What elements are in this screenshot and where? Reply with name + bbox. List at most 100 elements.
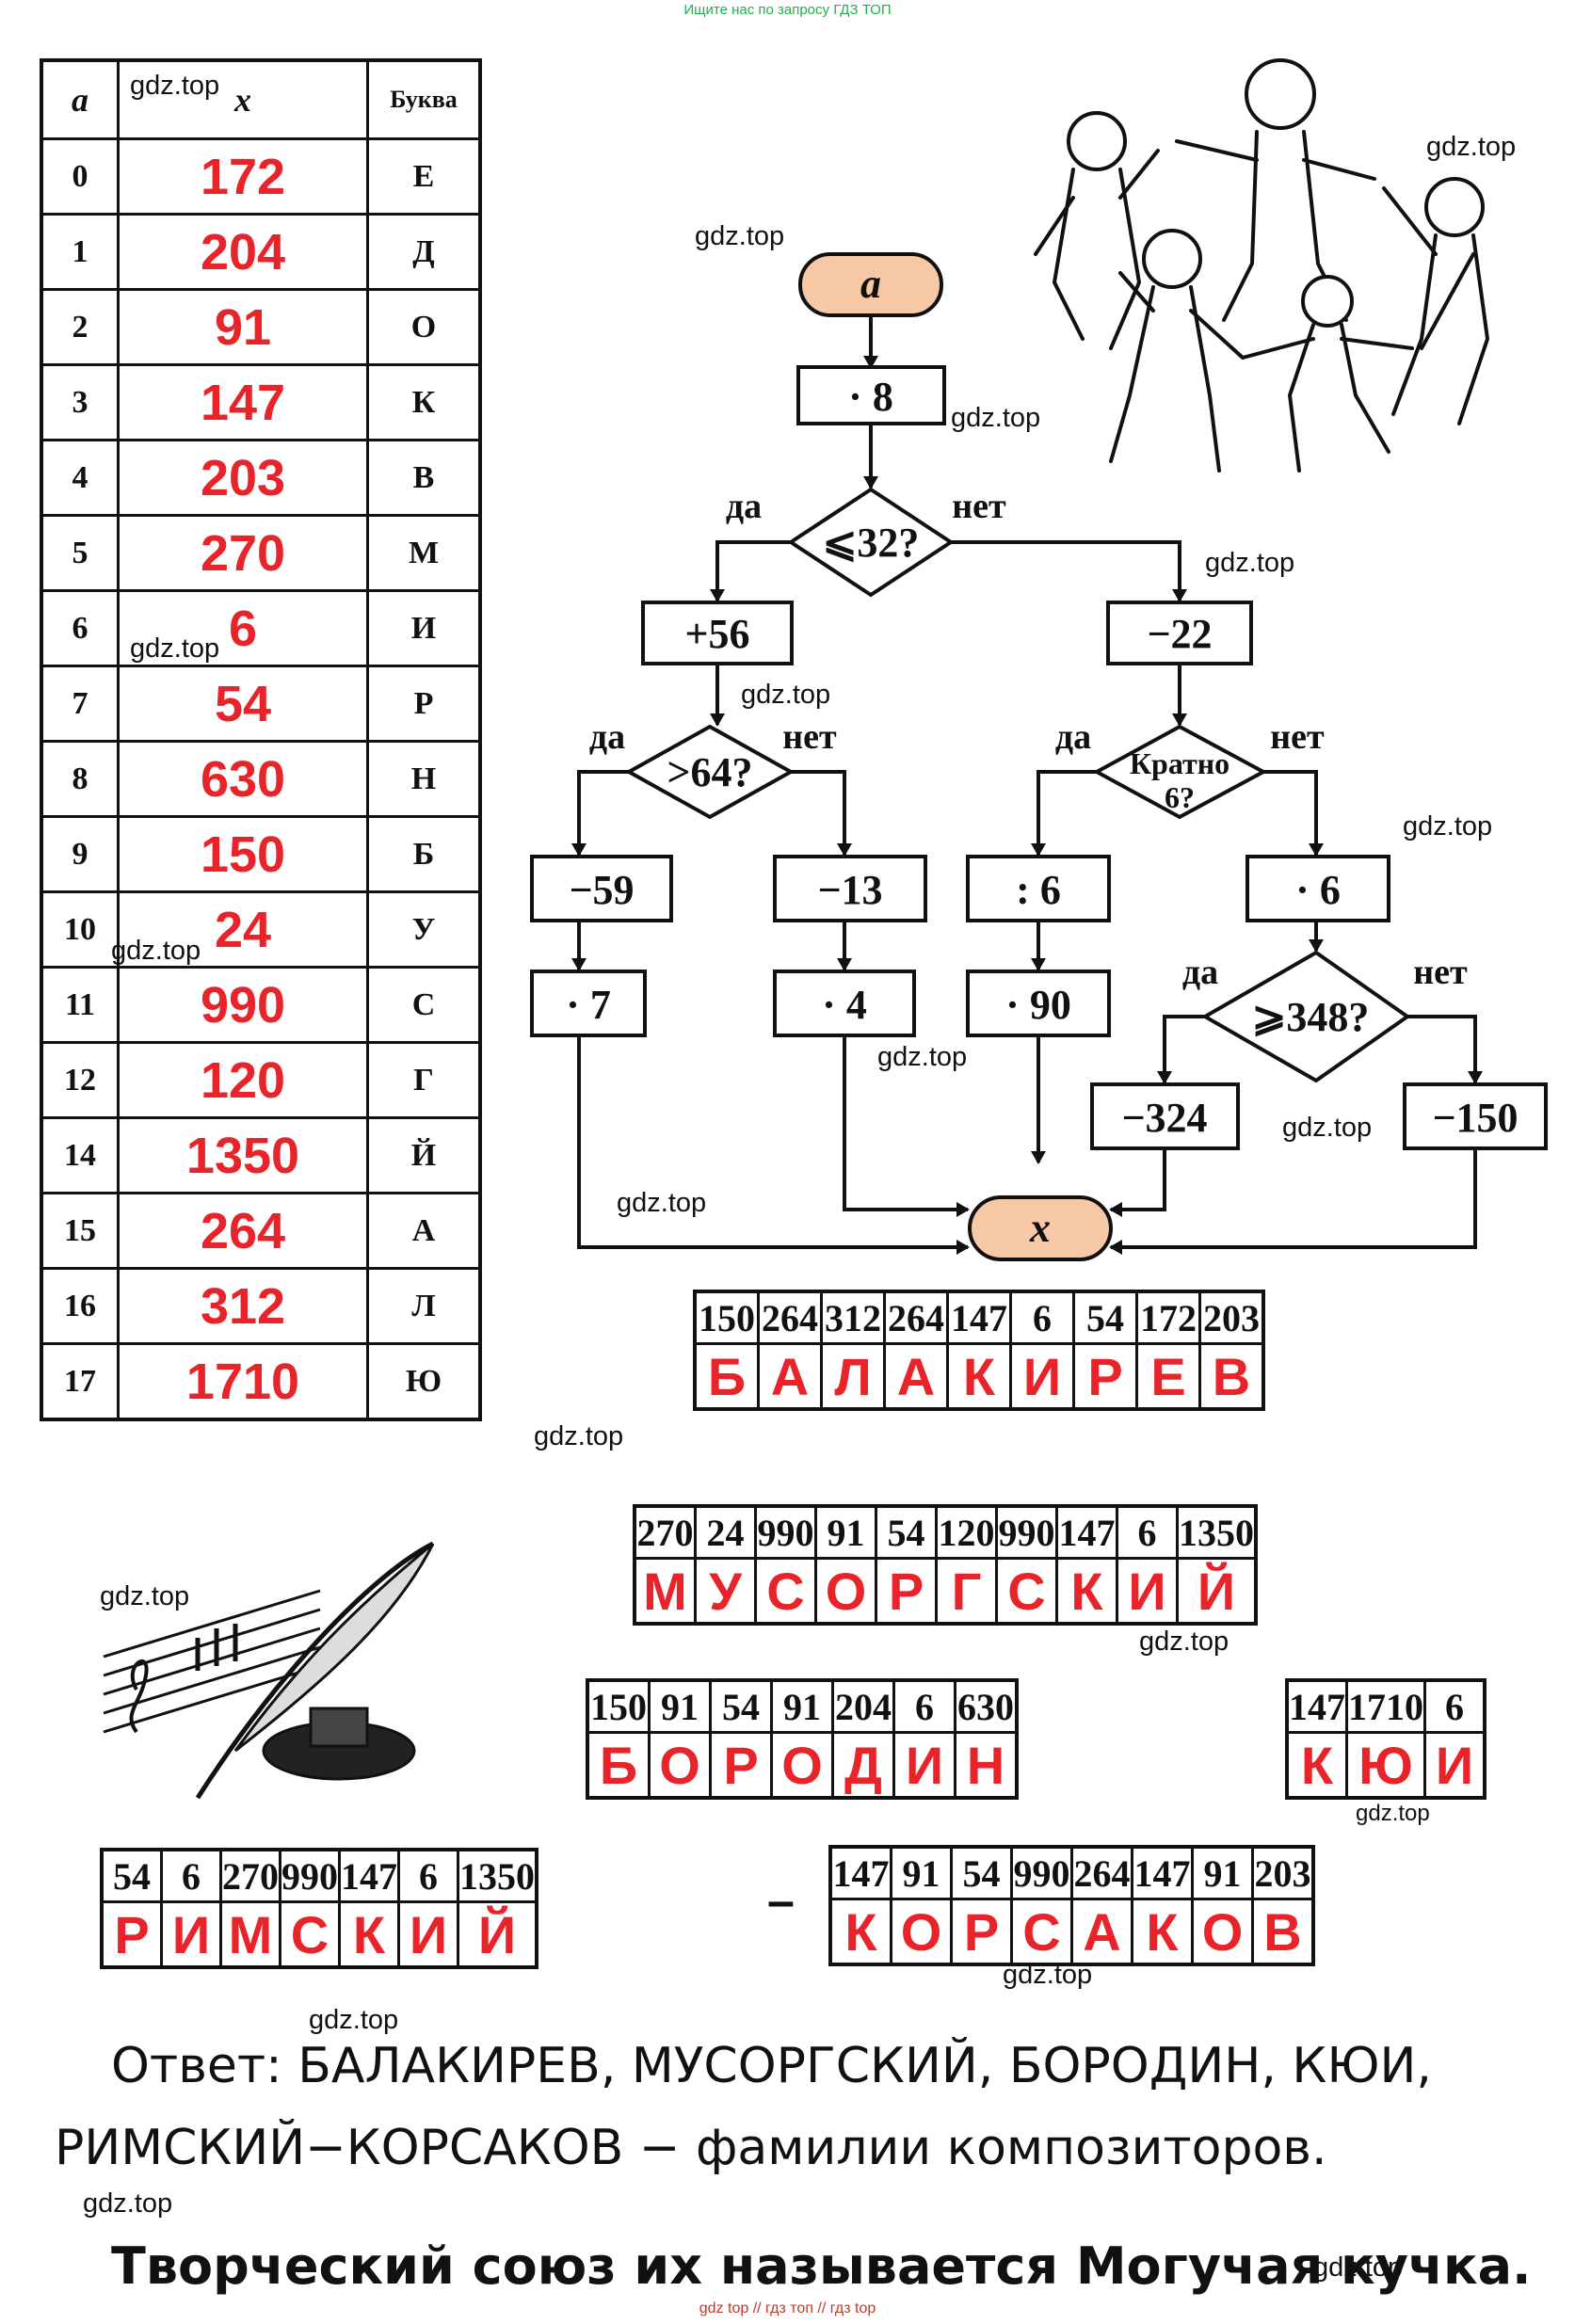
row-x: 172	[117, 137, 369, 216]
cond3-label-line1: Кратно	[1130, 746, 1229, 780]
row-x: 312	[117, 1267, 369, 1345]
row-a: 9	[40, 815, 120, 893]
row-letter: К	[366, 363, 482, 441]
word-number-cell: 147	[338, 1848, 400, 1903]
word-number-cell: 203	[1198, 1290, 1265, 1345]
minus59-label: −59	[569, 867, 634, 913]
word-letter-cell: Р	[100, 1900, 163, 1969]
word-letter-cell: И	[160, 1900, 222, 1969]
row-a: 8	[40, 740, 120, 818]
start-label: a	[860, 261, 881, 307]
word-number-cell: 990	[1010, 1845, 1073, 1900]
row-x: 270	[117, 514, 369, 592]
word-number-cell: 24	[694, 1504, 757, 1560]
minus150-label: −150	[1432, 1095, 1518, 1141]
word-letter-cell: И	[1116, 1557, 1179, 1626]
row-letter: Г	[366, 1041, 482, 1119]
flowchart: a · 8 ⩽32? да нет +56 −22 >64? да нет Кр…	[530, 252, 1548, 1261]
word-letter-cell: Б	[586, 1731, 651, 1800]
row-x: 1710	[117, 1342, 369, 1421]
word-number-cell: 630	[954, 1678, 1019, 1734]
word-letter-cell: Р	[1072, 1342, 1138, 1411]
minus59-box: −59	[530, 855, 673, 922]
row-letter: О	[366, 288, 482, 366]
watermark: gdz.top	[1205, 548, 1295, 578]
word-letter-cell: М	[633, 1557, 697, 1626]
flowchart-arrowheads	[571, 356, 1483, 1255]
word-number-cell: 1350	[1176, 1504, 1258, 1560]
row-x: 91	[117, 288, 369, 366]
watermark: gdz.top	[695, 221, 785, 251]
watermark: gdz.top	[1282, 1113, 1373, 1143]
word-letter-cell: Р	[950, 1898, 1013, 1966]
word-number-cell: 150	[693, 1290, 760, 1345]
word-number-cell: 1710	[1345, 1678, 1426, 1734]
watermark: gdz.top	[534, 1421, 624, 1451]
cond4-diamond: ⩾348?	[1200, 950, 1411, 1083]
word-letter-cell: Й	[457, 1900, 538, 1969]
row-a: 7	[40, 665, 120, 743]
cond1-no: нет	[952, 487, 1006, 526]
cond3-diamond: Кратно 6?	[1092, 724, 1268, 820]
word-number-cell: 120	[935, 1504, 998, 1560]
watermark: gdz.top	[1139, 1627, 1229, 1657]
watermark: gdz.top	[617, 1188, 707, 1218]
row-letter: А	[366, 1192, 482, 1270]
word-number-cell: 264	[757, 1290, 823, 1345]
word-number-cell: 91	[814, 1504, 877, 1560]
plus56-label: +56	[684, 611, 749, 657]
word-number-cell: 990	[279, 1848, 341, 1903]
row-x: 203	[117, 439, 369, 517]
top-banner: Ищите нас по запросу ГДЗ ТОП	[683, 2, 892, 18]
end-terminator: x	[968, 1195, 1113, 1261]
mul7-box: · 7	[530, 970, 647, 1037]
row-a: 3	[40, 363, 120, 441]
word-letter-cell: С	[754, 1557, 817, 1626]
row-letter: Б	[366, 815, 482, 893]
cond4-yes: да	[1182, 953, 1218, 992]
flowchart-connectors	[577, 315, 1477, 1249]
word-number-cell: 6	[160, 1848, 222, 1903]
plus56-box: +56	[641, 601, 794, 665]
word-letter-cell: И	[1423, 1731, 1487, 1800]
word-letter-cell: Р	[709, 1731, 773, 1800]
row-letter: Н	[366, 740, 482, 818]
word-number-cell: 147	[1131, 1845, 1194, 1900]
minus324-label: −324	[1121, 1095, 1207, 1141]
cond2-no: нет	[782, 717, 837, 757]
watermark: gdz.top	[130, 71, 220, 101]
answer-line-1: Ответ: БАЛАКИРЕВ, МУСОРГСКИЙ, БОРОДИН, К…	[111, 2038, 1432, 2094]
word-number-cell: 6	[1116, 1504, 1179, 1560]
row-a: 16	[40, 1267, 120, 1345]
cond1-label: ⩽32?	[823, 520, 920, 566]
bottom-banner: gdz top // гдз топ // гдз top	[699, 2300, 876, 2316]
row-letter: Р	[366, 665, 482, 743]
row-a: 15	[40, 1192, 120, 1270]
cond4-label: ⩾348?	[1252, 994, 1370, 1040]
word-letter-cell: У	[694, 1557, 757, 1626]
mul90-label: · 90	[1005, 982, 1071, 1028]
mul8-label: · 8	[848, 374, 893, 420]
row-a: 11	[40, 966, 120, 1044]
watermark: gdz.top	[1403, 811, 1493, 841]
word-letter-cell: М	[219, 1900, 281, 1969]
word-number-cell: 54	[1072, 1290, 1138, 1345]
mul8-box: · 8	[796, 365, 946, 425]
word-number-cell: 6	[397, 1848, 459, 1903]
word-letter-cell: А	[883, 1342, 949, 1411]
row-letter: С	[366, 966, 482, 1044]
row-a: 14	[40, 1116, 120, 1194]
row-x: 204	[117, 213, 369, 291]
word-number-cell: 204	[831, 1678, 895, 1734]
